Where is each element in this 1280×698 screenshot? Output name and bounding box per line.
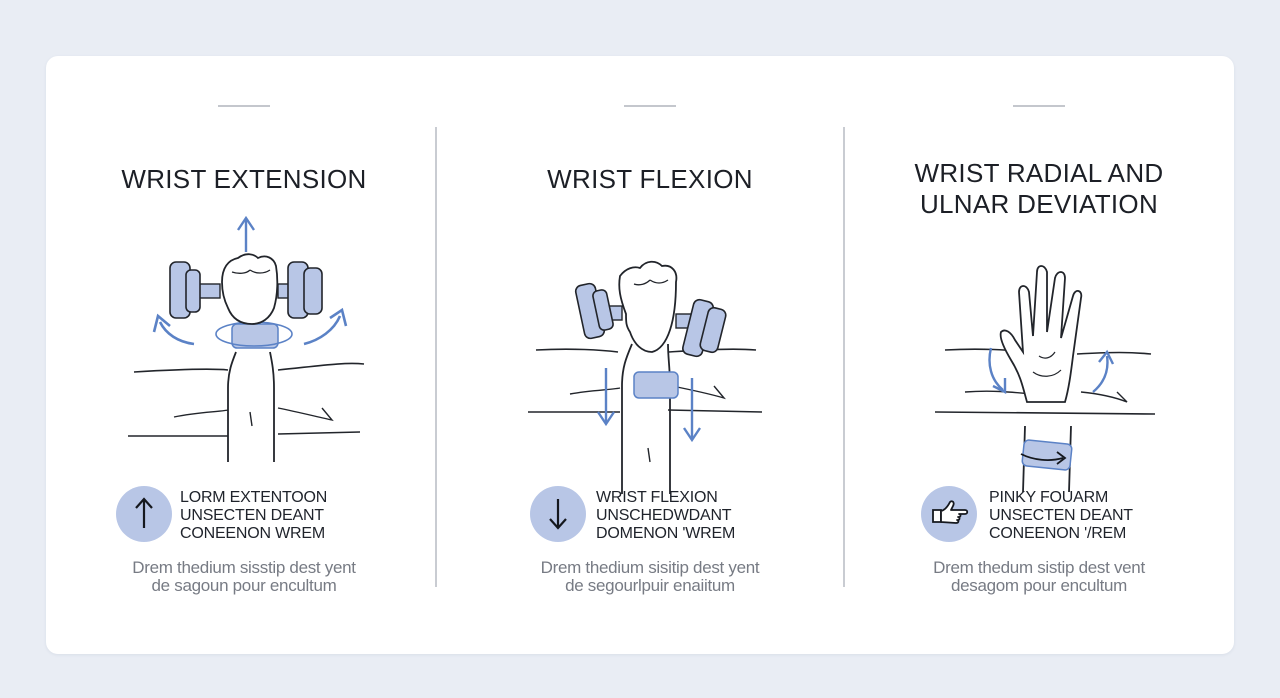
panel-description: Drem thedum sistip dest vent desagom pou… (841, 559, 1237, 595)
panel-top-line (218, 105, 270, 107)
caption-line: WRIST FLEXION (596, 489, 718, 506)
wrist-deviation-illustration (931, 252, 1171, 492)
desc-line: Drem thedum sistip dest vent (933, 558, 1145, 577)
panel-top-line (1013, 105, 1065, 107)
wrist-flexion-illustration (522, 218, 782, 498)
arrow-up-icon (135, 497, 153, 528)
panel-description: Drem thedium sisitip dest yent de segour… (452, 559, 848, 595)
panel-caption: PINKY FOUARM UNSECTEN DEANT CONEENON '/R… (989, 489, 1133, 543)
panel-title: WRIST RADIAL AND ULNAR DEVIATION (841, 158, 1237, 220)
panel-caption: LORM EXTENTOON UNSECTEN DEANT CONEENON W… (180, 489, 327, 543)
panel-title-line: ULNAR DEVIATION (919, 189, 1159, 219)
divider-left (435, 127, 437, 587)
caption-line: CONEENON WREM (180, 525, 325, 542)
desc-line: de segourlpuir enaiitum (565, 576, 735, 595)
badge-arrow-down (530, 486, 586, 542)
panel-title-line: WRIST RADIAL AND (914, 158, 1164, 188)
panel-title: WRIST FLEXION (452, 164, 848, 195)
pointing-hand-icon (932, 500, 969, 524)
divider-right (843, 127, 845, 587)
panel-title-line: WRIST FLEXION (547, 164, 753, 194)
wrist-extension-illustration (128, 212, 368, 462)
panel-radial-ulnar-deviation: WRIST RADIAL AND ULNAR DEVIATION (841, 56, 1237, 654)
panel-description: Drem thedium sisstip dest yent de sagoun… (46, 559, 442, 595)
panel-top-line (624, 105, 676, 107)
caption-line: UNSECTEN DEANT (180, 507, 324, 524)
desc-line: Drem thedium sisstip dest yent (132, 558, 356, 577)
caption-line: UNSECTEN DEANT (989, 507, 1133, 524)
caption-line: LORM EXTENTOON (180, 489, 328, 506)
caption-line: PINKY FOUARM (989, 489, 1109, 506)
panel-caption: WRIST FLEXION UNSCHEDWDANT DOMENON 'WREM (596, 489, 735, 543)
badge-arrow-up (116, 486, 172, 542)
arrow-down-icon (549, 499, 567, 530)
desc-line: de sagoun pour encultum (151, 576, 337, 595)
panel-wrist-extension: WRIST EXTENSION (46, 56, 442, 654)
caption-line: DOMENON 'WREM (596, 525, 736, 542)
caption-line: CONEENON '/REM (989, 525, 1127, 542)
panel-title-line: WRIST EXTENSION (121, 164, 367, 194)
desc-line: Drem thedium sisitip dest yent (540, 558, 760, 577)
desc-line: desagom pour encultum (950, 576, 1128, 595)
panel-wrist-flexion: WRIST FLEXION (452, 56, 848, 654)
badge-pointing-hand (921, 486, 977, 542)
caption-line: UNSCHEDWDANT (596, 507, 732, 524)
panel-title: WRIST EXTENSION (46, 164, 442, 195)
